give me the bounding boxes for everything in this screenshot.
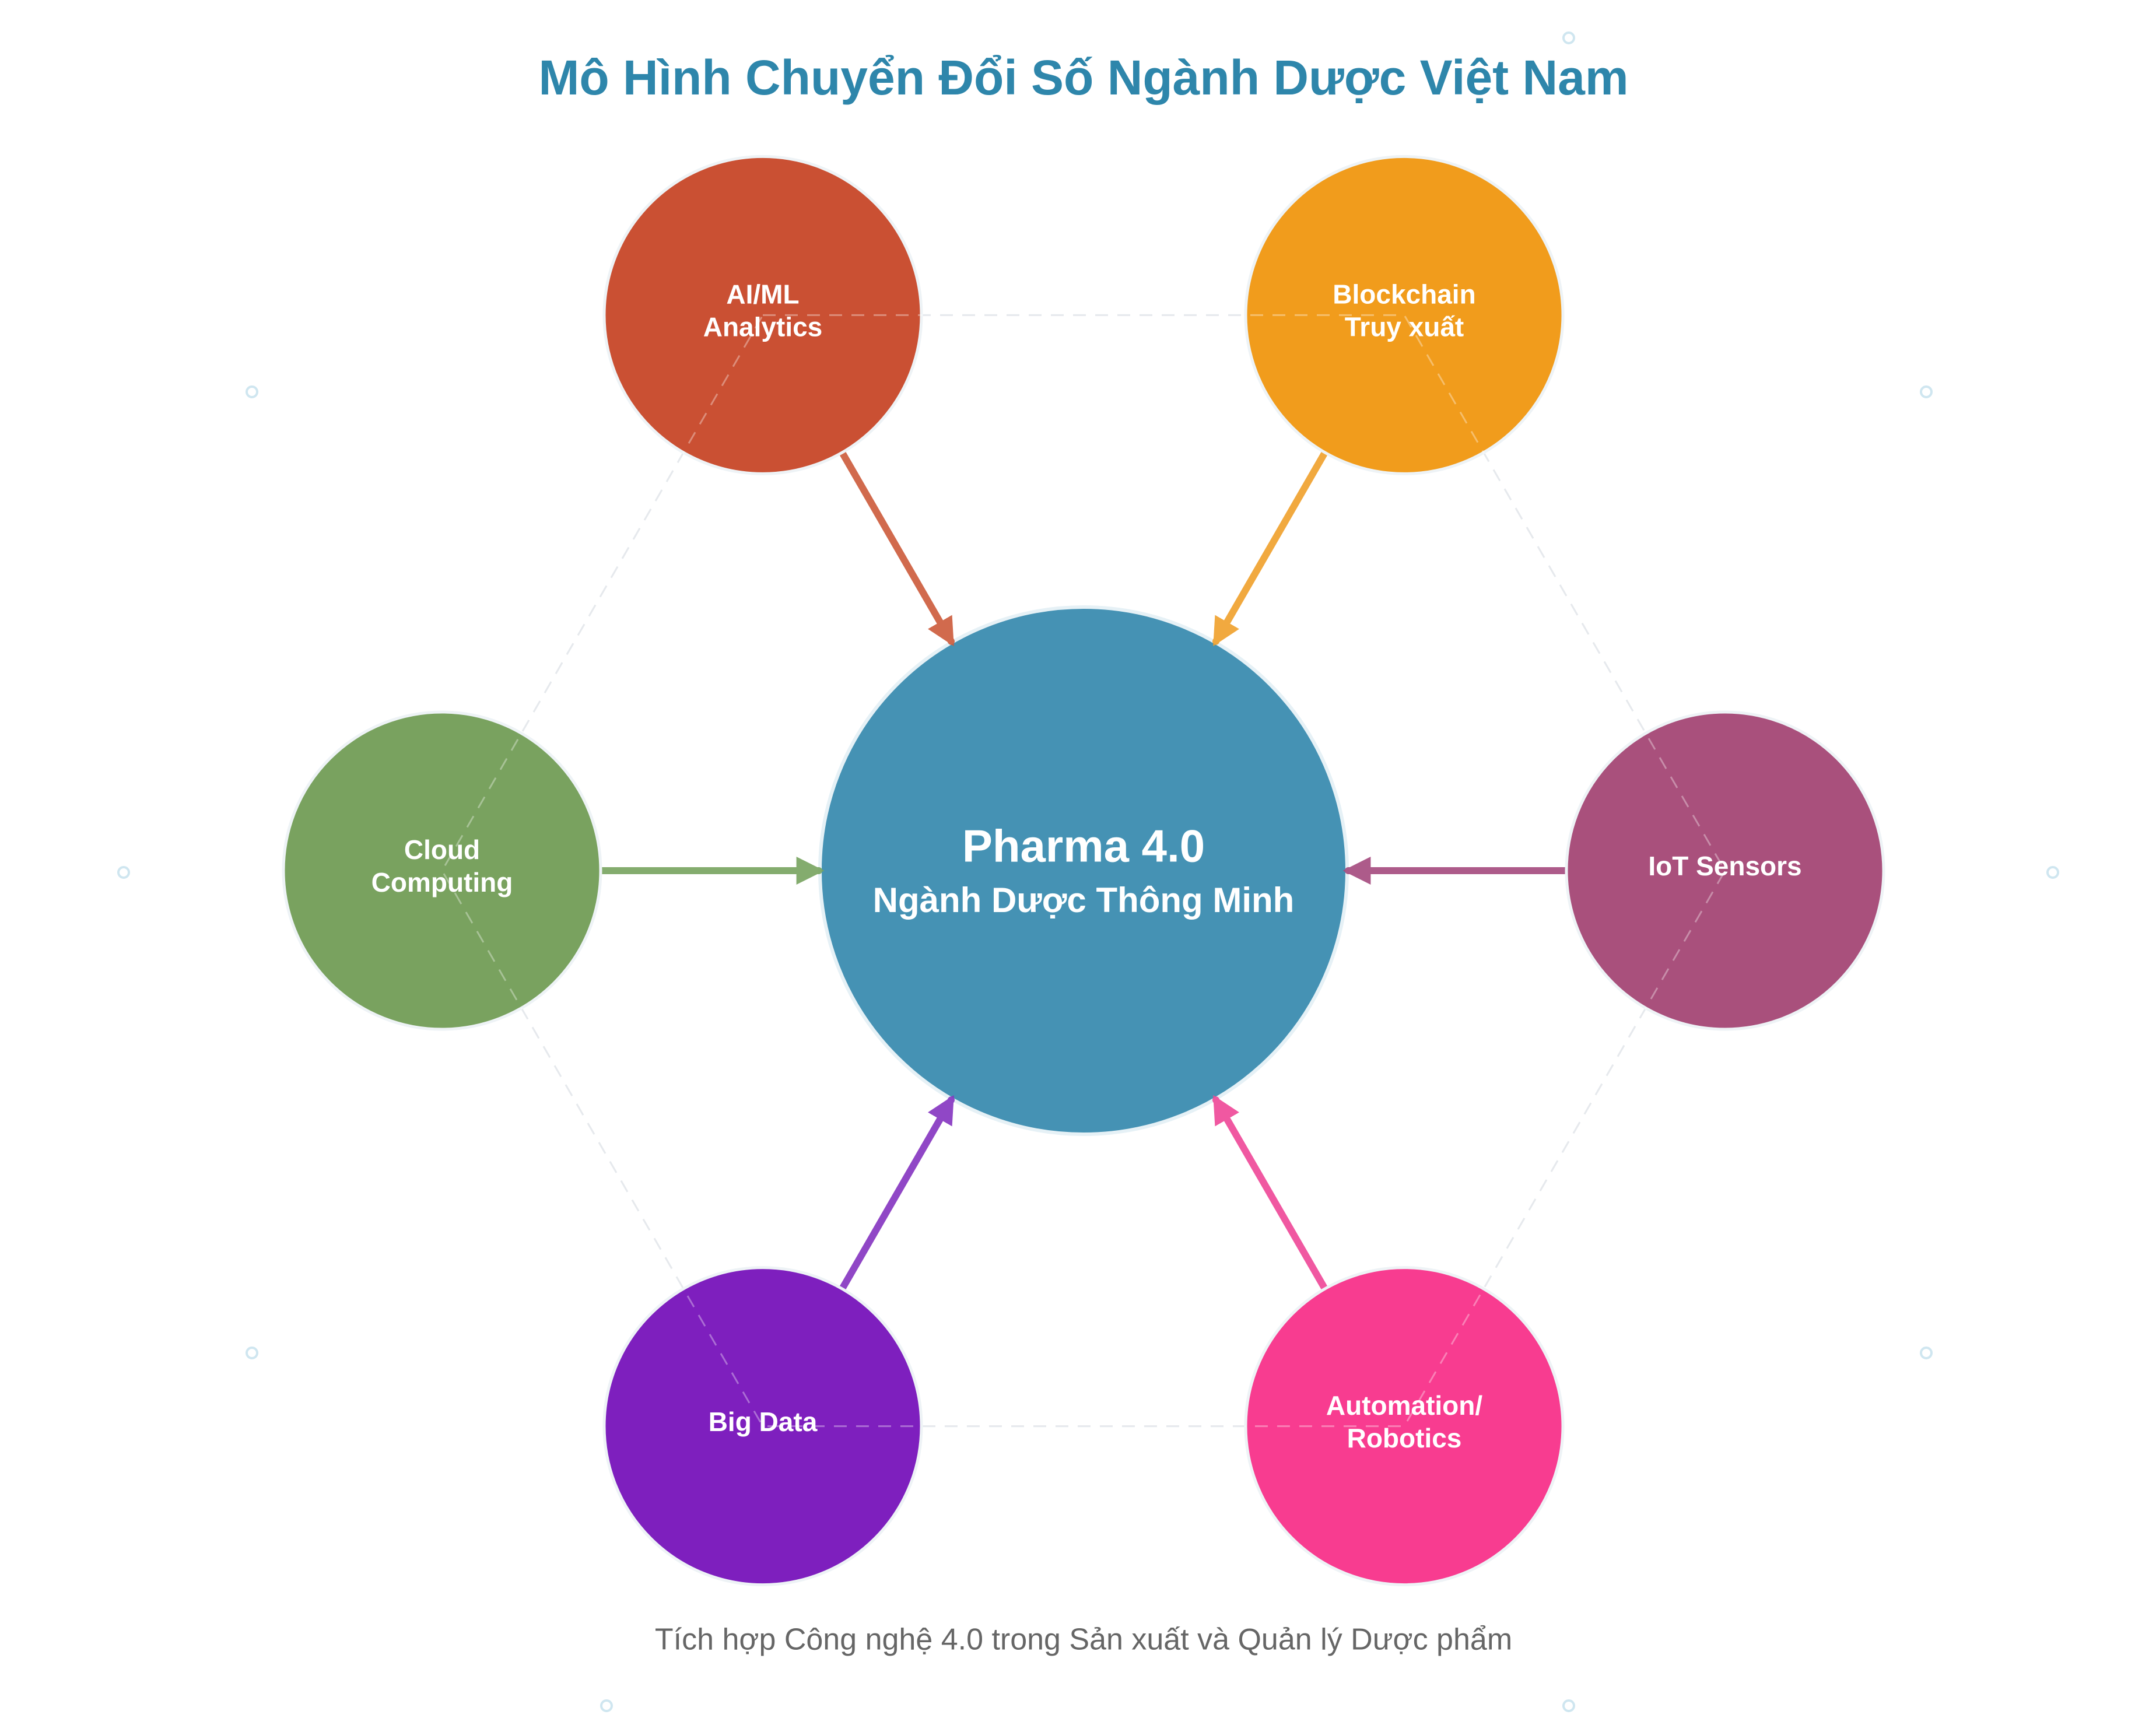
node-circle-big-data xyxy=(602,1266,923,1587)
node-circle-ai-ml xyxy=(602,155,923,475)
background-dot xyxy=(1920,385,1933,398)
background-dot xyxy=(246,1347,258,1359)
background-dot xyxy=(117,866,130,879)
background-dot xyxy=(600,1699,613,1712)
node-label-automation: Robotics xyxy=(1347,1423,1462,1453)
node-iot: IoT Sensors xyxy=(1565,710,1885,1031)
node-label-automation: Automation/ xyxy=(1326,1390,1483,1421)
background-dots xyxy=(117,31,2059,1712)
background-dot xyxy=(1920,1347,1933,1359)
node-label-big-data: Big Data xyxy=(709,1407,818,1437)
diagram-title: Mô Hình Chuyển Đổi Số Ngành Dược Việt Na… xyxy=(538,50,1628,105)
node-label-ai-ml: Analytics xyxy=(703,312,823,342)
center-subtitle: Ngành Dược Thông Minh xyxy=(873,881,1295,920)
node-label-iot: IoT Sensors xyxy=(1648,851,1801,881)
background-dot xyxy=(1562,31,1575,44)
background-dot xyxy=(2046,866,2059,879)
node-label-cloud: Computing xyxy=(371,867,513,897)
center-title: Pharma 4.0 xyxy=(962,821,1205,872)
node-automation: Automation/Robotics xyxy=(1244,1266,1565,1587)
node-circle-blockchain xyxy=(1244,155,1565,475)
node-label-blockchain: Truy xuất xyxy=(1345,312,1464,342)
background-dot xyxy=(246,385,258,398)
background-dot xyxy=(1562,1699,1575,1712)
node-big-data: Big Data xyxy=(602,1266,923,1587)
node-circle-automation xyxy=(1244,1266,1565,1587)
node-circle-cloud xyxy=(282,710,602,1031)
node-label-ai-ml: AI/ML xyxy=(726,279,799,310)
diagram-caption: Tích hợp Công nghệ 4.0 trong Sản xuất và… xyxy=(655,1623,1512,1657)
node-label-cloud: Cloud xyxy=(404,835,480,865)
center-node-pharma-4-0: Pharma 4.0 Ngành Dược Thông Minh xyxy=(818,605,1349,1136)
node-label-blockchain: Blockchain xyxy=(1333,279,1475,310)
node-circle-iot xyxy=(1565,710,1885,1031)
